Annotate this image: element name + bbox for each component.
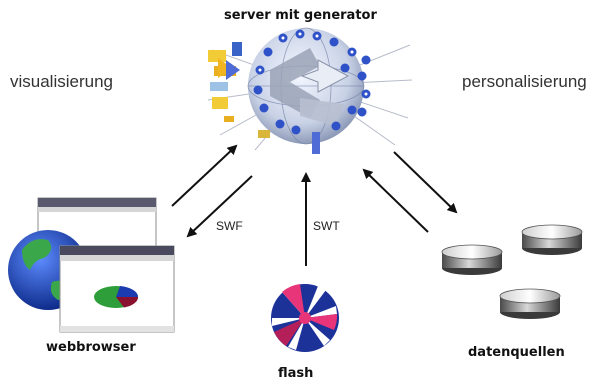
- personalisierung-label: personalisierung: [462, 72, 587, 91]
- pie-chart-icon: [94, 286, 139, 308]
- connector-arrows: [171, 144, 458, 266]
- arrow-sources-to-server: [362, 168, 429, 233]
- server-label: server mit generator: [224, 8, 377, 23]
- database-cylinder-icon: [521, 224, 583, 255]
- flash-graphic: [271, 284, 339, 352]
- database-cylinder-icon: [441, 244, 503, 275]
- database-cylinder-icon: [499, 288, 561, 319]
- arrow-server-to-browser-swf: [186, 175, 253, 238]
- datenquellen-graphic: [441, 224, 583, 319]
- datenquellen-label: datenquellen: [468, 345, 565, 360]
- flash-label: flash: [278, 366, 314, 381]
- arrow-browser-to-server: [171, 144, 238, 207]
- swf-label: SWF: [216, 219, 243, 233]
- visualisierung-label: visualisierung: [10, 72, 113, 91]
- webbrowser-label: webbrowser: [46, 340, 136, 355]
- webbrowser-graphic: [8, 197, 175, 333]
- arrow-server-to-sources: [393, 151, 458, 214]
- swt-label: SWT: [313, 219, 340, 233]
- server-graphic: [207, 27, 413, 154]
